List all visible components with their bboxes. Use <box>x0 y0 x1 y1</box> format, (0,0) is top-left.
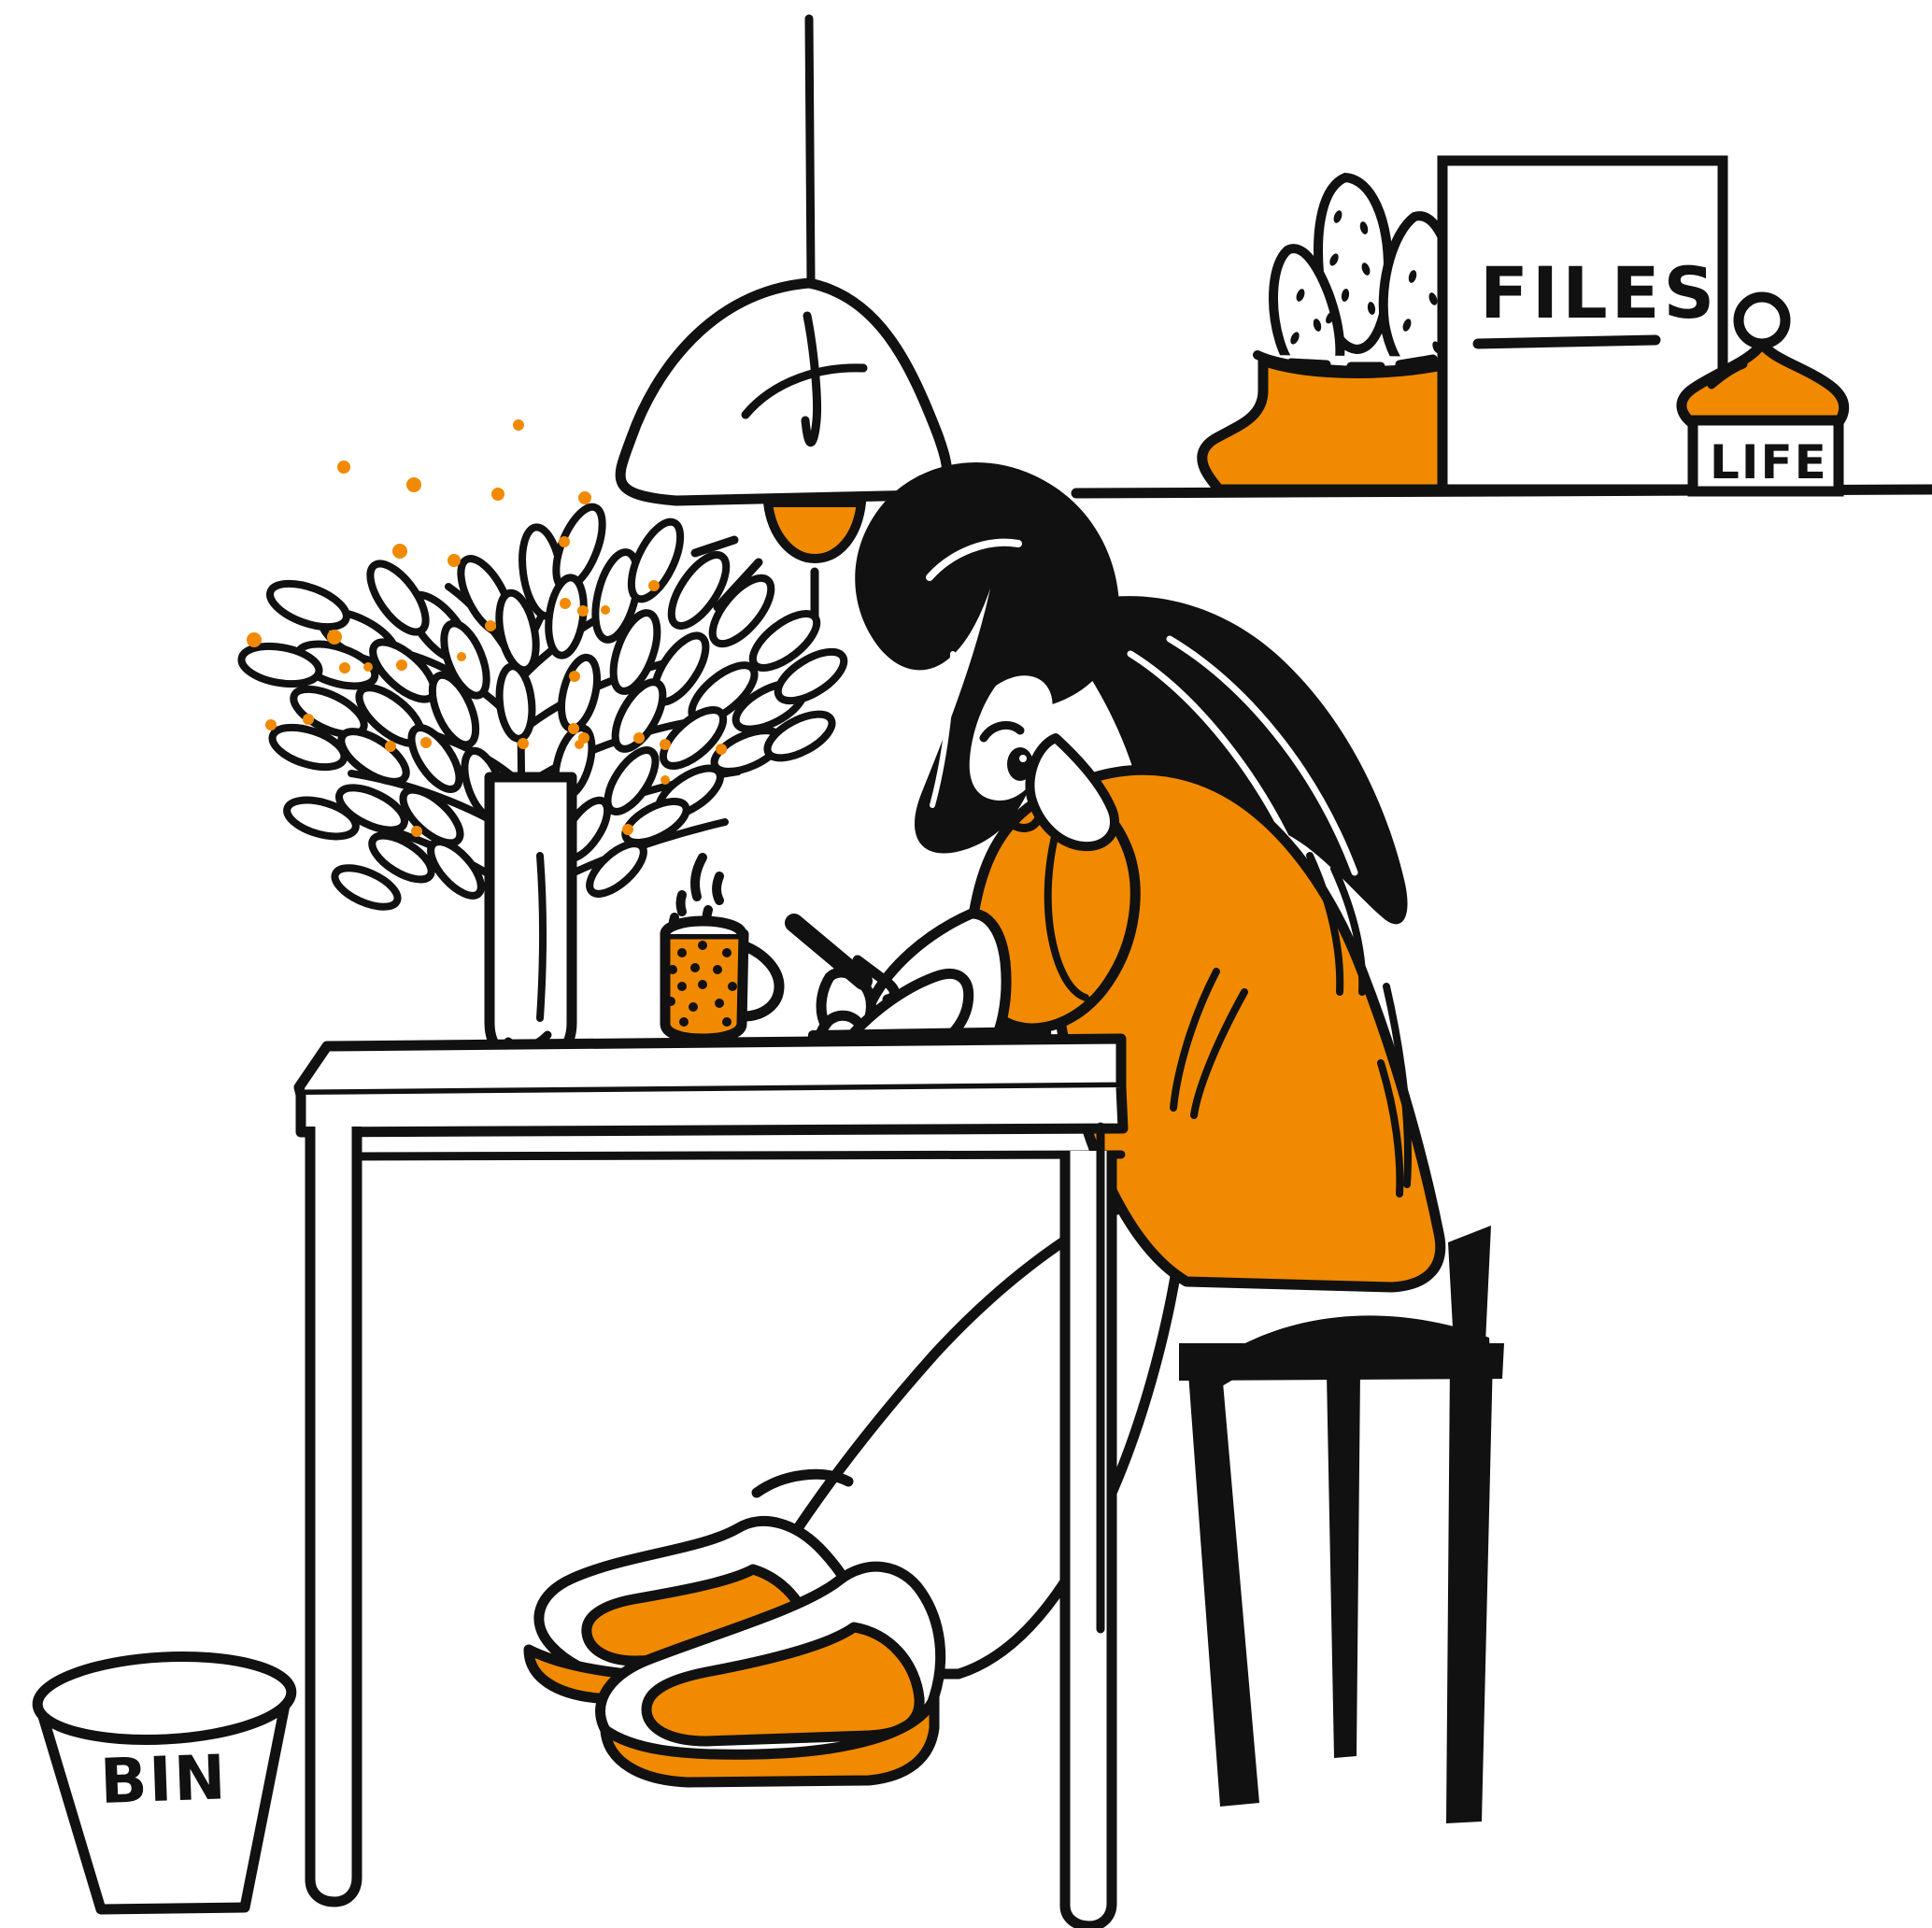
shoe-front <box>595 1561 946 1788</box>
bin-rim <box>32 1651 297 1746</box>
lamp-shade-detail-vertical <box>801 311 822 447</box>
woman-eye-glint <box>1019 755 1027 762</box>
woman-hair-back <box>1044 596 1408 925</box>
planter-boot <box>1197 355 1469 495</box>
woman-sleeve-upper <box>966 787 1141 1034</box>
pen <box>785 914 873 990</box>
shoe-front-sole <box>600 1693 940 1788</box>
chair-leg-back-right <box>1446 1356 1493 1823</box>
life-jar-lid-highlight <box>1707 360 1748 390</box>
woman-eyebrow <box>979 720 1025 743</box>
chair-leg-front-left <box>1188 1371 1259 1807</box>
files-sign: FILES <box>1437 155 1728 495</box>
woman-sweater-folds <box>1170 852 1412 1198</box>
chair-back-post <box>1448 1226 1491 1345</box>
platform-wedge-shoes <box>523 1468 946 1788</box>
cactus-spines <box>1290 210 1442 354</box>
shoe-ankle-line <box>751 1468 854 1498</box>
coffee-mug <box>660 853 785 1044</box>
chair-brace-curve <box>1222 1315 1491 1386</box>
life-jar-body <box>1687 415 1844 497</box>
lamp-shade-detail-curve <box>741 363 868 419</box>
woman-hair-back-highlight-2 <box>1166 635 1358 876</box>
woman-hair-front <box>855 462 1120 854</box>
desk-top <box>293 1033 1127 1100</box>
desk-leg-front-left <box>305 1127 362 1907</box>
files-sign-underline <box>1472 334 1661 349</box>
leafy-plant-in-vase <box>237 419 848 1067</box>
mug-rim <box>660 915 747 936</box>
bin-label: BIN <box>99 1741 229 1818</box>
vase-highlight-vertical <box>536 852 547 1022</box>
wall-shelf: FILES LIFE <box>1071 155 1932 499</box>
woman-neck <box>1025 733 1119 852</box>
plant-sparkle-dots <box>247 419 727 837</box>
lamp-shade <box>615 277 952 506</box>
life-jar-label: LIFE <box>1710 435 1828 489</box>
chair-leg-center <box>1327 1371 1360 1758</box>
plant-vase <box>484 772 577 1067</box>
woman-hair-highlight-front <box>926 538 1022 581</box>
chair <box>1179 1226 1504 1823</box>
mug-dots <box>666 941 737 1027</box>
lamp-cord <box>804 14 816 285</box>
shoe-front-strap <box>641 1622 925 1747</box>
woman-hair-highlight-side <box>930 651 956 808</box>
files-sign-label: FILES <box>1480 251 1718 334</box>
waste-bin: BIN <box>32 1651 297 1915</box>
mug-handle <box>738 942 785 1022</box>
writing-desk <box>293 1027 1129 1928</box>
lamp-bulb <box>763 498 866 563</box>
files-sign-board <box>1437 155 1728 495</box>
planter-soil-strokes <box>1286 354 1438 371</box>
life-jar-knob <box>1733 291 1791 349</box>
life-jar: LIFE <box>1676 291 1849 497</box>
hand-thumb <box>852 955 900 1005</box>
desk-apron <box>295 1086 1129 1138</box>
